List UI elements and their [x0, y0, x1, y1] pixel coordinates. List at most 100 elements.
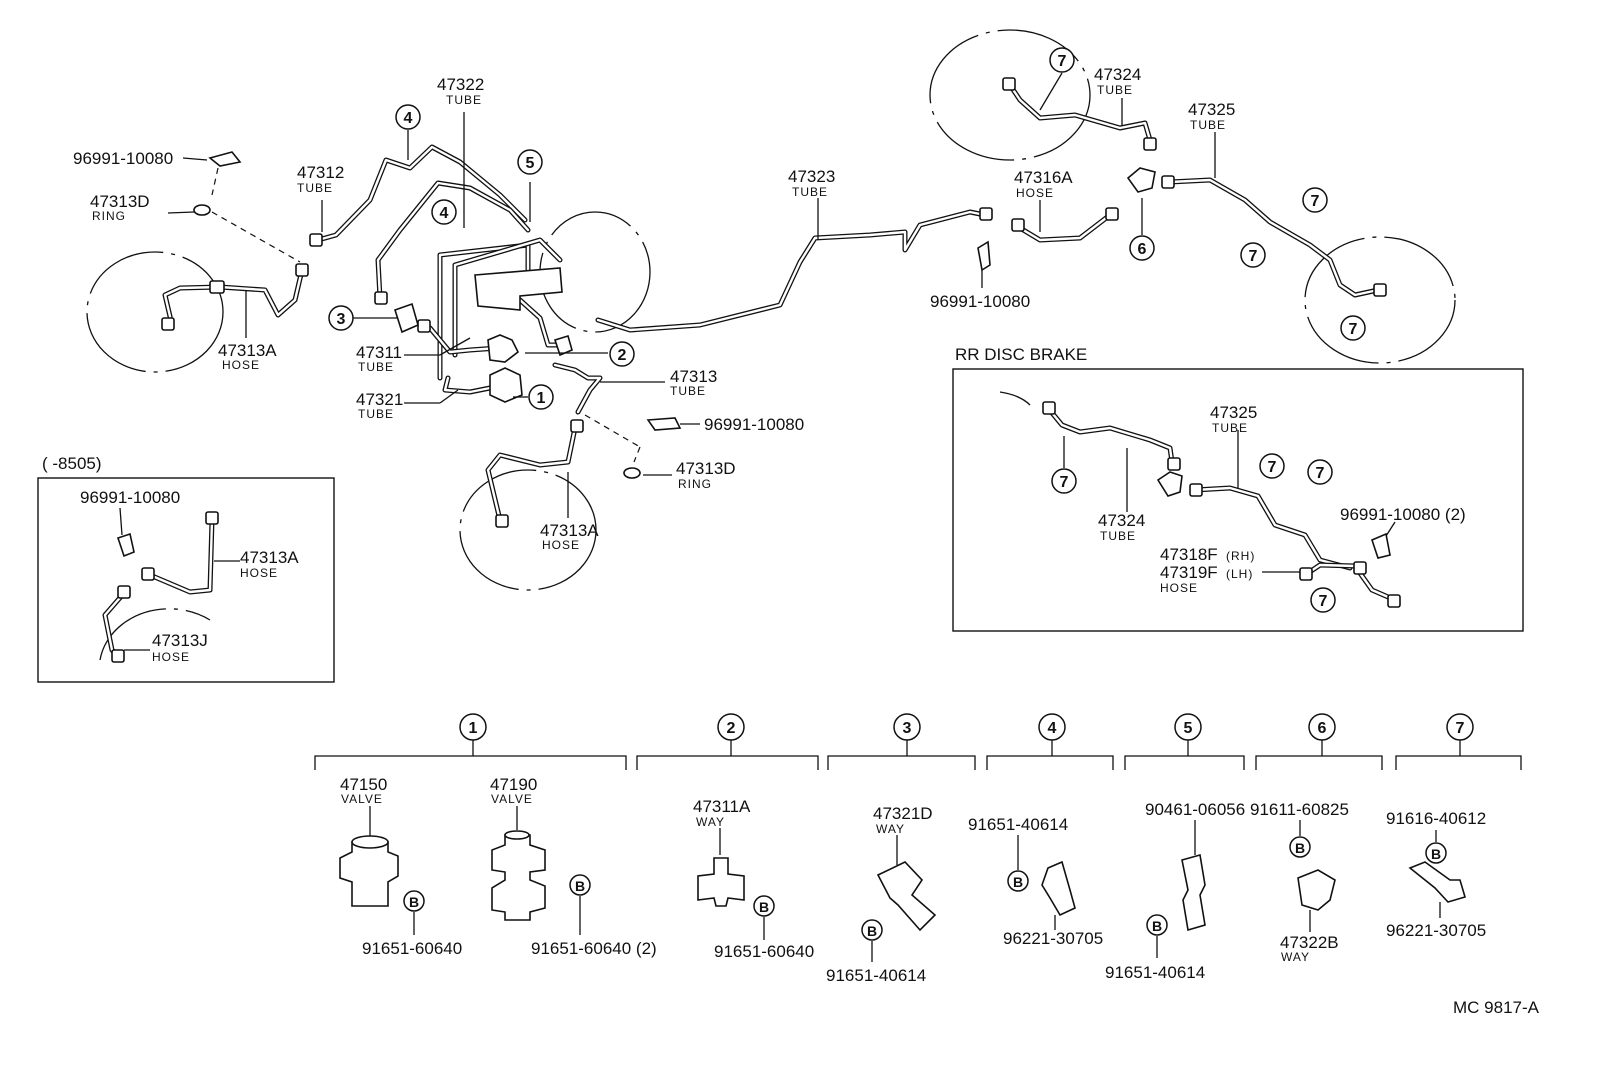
- clamp-90461-drawing: [1181, 853, 1206, 932]
- svg-text:5: 5: [526, 155, 535, 172]
- fitting: [374, 291, 388, 305]
- fitting: [495, 514, 509, 528]
- svg-text:1: 1: [537, 390, 546, 407]
- bolt-91651-40614: 91651-40614: [826, 966, 926, 985]
- ring-47313D: [193, 204, 211, 216]
- clip-96991: [646, 417, 682, 431]
- svg-text:7: 7: [1319, 593, 1328, 610]
- clip-96991: [977, 240, 991, 272]
- svg-text:1: 1: [469, 720, 478, 737]
- svg-text:7: 7: [1316, 465, 1325, 482]
- callout-6: 6: [1129, 235, 1155, 261]
- bolt-b-icon: B: [861, 919, 883, 941]
- callout-7: 7: [1310, 587, 1336, 613]
- fitting: [1002, 77, 1016, 91]
- group-4: 91651-40614 B 96221-30705: [968, 815, 1103, 948]
- fitting: [209, 280, 225, 294]
- fitting: [309, 233, 323, 247]
- group-5: 90461-06056 B 91651-40614: [1105, 800, 1245, 982]
- bolt-b-icon: B: [1007, 870, 1029, 892]
- way-47322B-drawing: [1297, 869, 1336, 911]
- way-47322B: [1126, 167, 1156, 193]
- part-47321: 47321: [356, 390, 403, 409]
- inset-hose-label: HOSE: [152, 650, 190, 664]
- fittings: [161, 77, 1387, 528]
- bolt-91651-60640: 91651-60640: [362, 939, 462, 958]
- master-cylinder: [474, 267, 563, 311]
- svg-text:7: 7: [1268, 459, 1277, 476]
- main-labels: 96991-10080 47313D RING 47312 TUBE 47322…: [73, 65, 1235, 552]
- way-47311A: [553, 334, 573, 357]
- inset-part-47313J: 47313J: [152, 631, 208, 650]
- inset-title: RR DISC BRAKE: [955, 345, 1087, 364]
- part-47324: 47324: [1094, 65, 1141, 84]
- group-1: 47150 VALVE 47190 VALVE B 91651-60640 B …: [339, 775, 657, 958]
- bolt-91651-60640: 91651-60640: [714, 942, 814, 961]
- part-47313D: 47313D: [90, 192, 150, 211]
- svg-text:7: 7: [1456, 720, 1465, 737]
- svg-text:2: 2: [727, 720, 736, 737]
- callout-7: 7: [1302, 187, 1328, 213]
- ring-label: RING: [92, 209, 126, 223]
- way-label: WAY: [696, 815, 725, 829]
- rr-part-47319F: 47319F: [1160, 563, 1218, 582]
- rear-left-drum: [929, 29, 1091, 161]
- inset-title: ( -8505): [42, 454, 102, 473]
- fitting: [295, 263, 309, 277]
- bolt-b-icon: B: [569, 874, 591, 896]
- svg-text:3: 3: [903, 720, 912, 737]
- part-91616-40612: 91616-40612: [1386, 809, 1486, 828]
- valve-47190-drawing: [491, 834, 546, 921]
- clamp-96221-30705: 96221-30705: [1386, 921, 1486, 940]
- inset-part-96991-10080: 96991-10080: [80, 488, 180, 507]
- leader-lines: [167, 72, 1216, 518]
- lh-label: (LH): [1226, 567, 1253, 581]
- part-47190: 47190: [490, 775, 537, 794]
- svg-text:B: B: [575, 878, 585, 894]
- callout-4: 4: [395, 104, 421, 130]
- fitting: [979, 207, 993, 221]
- svg-text:5: 5: [1184, 720, 1193, 737]
- callout-7: 7: [1259, 453, 1285, 479]
- tube-label: TUBE: [297, 181, 333, 195]
- rear-right-drum: [1304, 236, 1456, 364]
- part-96991-10080: 96991-10080: [930, 292, 1030, 311]
- main-callouts: 4 4 5 3 2 1 7 6 7 7 7: [328, 47, 1366, 410]
- svg-text:2: 2: [618, 347, 627, 364]
- part-47313A: 47313A: [540, 521, 599, 540]
- group-callout-3: 3: [893, 713, 921, 741]
- callout-5: 5: [517, 149, 543, 175]
- bolt-b-icon: B: [1289, 836, 1311, 858]
- fitting: [1161, 175, 1175, 189]
- valve-label: VALVE: [491, 792, 533, 806]
- inset-part-47313A: 47313A: [240, 548, 299, 567]
- part-91651-40614: 91651-40614: [968, 815, 1068, 834]
- svg-text:6: 6: [1138, 241, 1147, 258]
- part-91611-60825: 91611-60825: [1250, 800, 1349, 819]
- part-47322B: 47322B: [1280, 933, 1339, 952]
- group-7: 91616-40612 B 96221-30705: [1386, 809, 1486, 940]
- clamp-96221-drawing: [1041, 860, 1076, 917]
- inset-frame: [952, 368, 1524, 632]
- fitting: [417, 319, 431, 333]
- part-47313A: 47313A: [218, 341, 277, 360]
- tube-label: TUBE: [1212, 421, 1248, 435]
- callout-2: 2: [609, 341, 635, 367]
- svg-text:4: 4: [404, 110, 413, 127]
- group-callout-6: 6: [1308, 713, 1336, 741]
- hose-label: HOSE: [1160, 581, 1198, 595]
- callout-3: 3: [328, 305, 354, 331]
- part-90461-06056: 90461-06056: [1145, 800, 1245, 819]
- tube-label: TUBE: [446, 93, 482, 107]
- fitting: [1373, 283, 1387, 297]
- wheel-drums: [86, 29, 1456, 591]
- hose-label: HOSE: [222, 358, 260, 372]
- rr-part-47318F: 47318F: [1160, 545, 1218, 564]
- bolt-91651-60640-2: 91651-60640 (2): [531, 939, 657, 958]
- svg-text:7: 7: [1058, 53, 1067, 70]
- valve-47190: [489, 367, 523, 403]
- way-label: WAY: [1281, 950, 1310, 964]
- callout-7: 7: [1340, 315, 1366, 341]
- svg-text:4: 4: [440, 205, 449, 222]
- ring-47313D: [623, 467, 641, 479]
